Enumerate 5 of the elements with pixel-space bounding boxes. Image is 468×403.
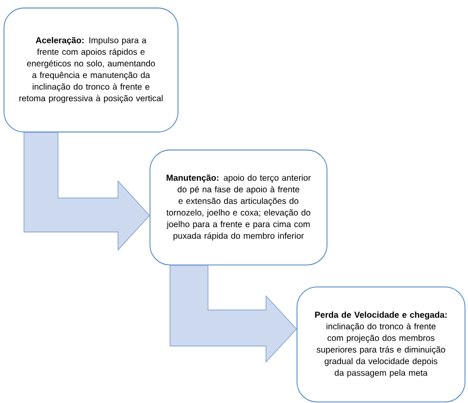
step-box: Aceleração: Impulso para a frente com apoios rápidos e energéticos no solo, aumentando a frequência e manutenção da inclinação do tronco à frente e retoma progressiva à posição vertical bbox=[4, 8, 178, 132]
step-box: Perda de Velocidade e chegada: inclinação do tronco à frente com projeção dos membros superiores para trás e diminuição gradual da velocidade depois da passagem pela meta bbox=[296, 286, 466, 402]
bent-block-arrow bbox=[24, 132, 150, 251]
bent-block-arrow bbox=[170, 265, 298, 363]
step-box: Manutenção: apoio do terço anterior do pé na fase de apoio à frente e extensão das articulações do tornozelo, joelho e coxa; elevação do joelho para a frente e para cima com puxada rápida do membro inferior bbox=[150, 150, 328, 266]
